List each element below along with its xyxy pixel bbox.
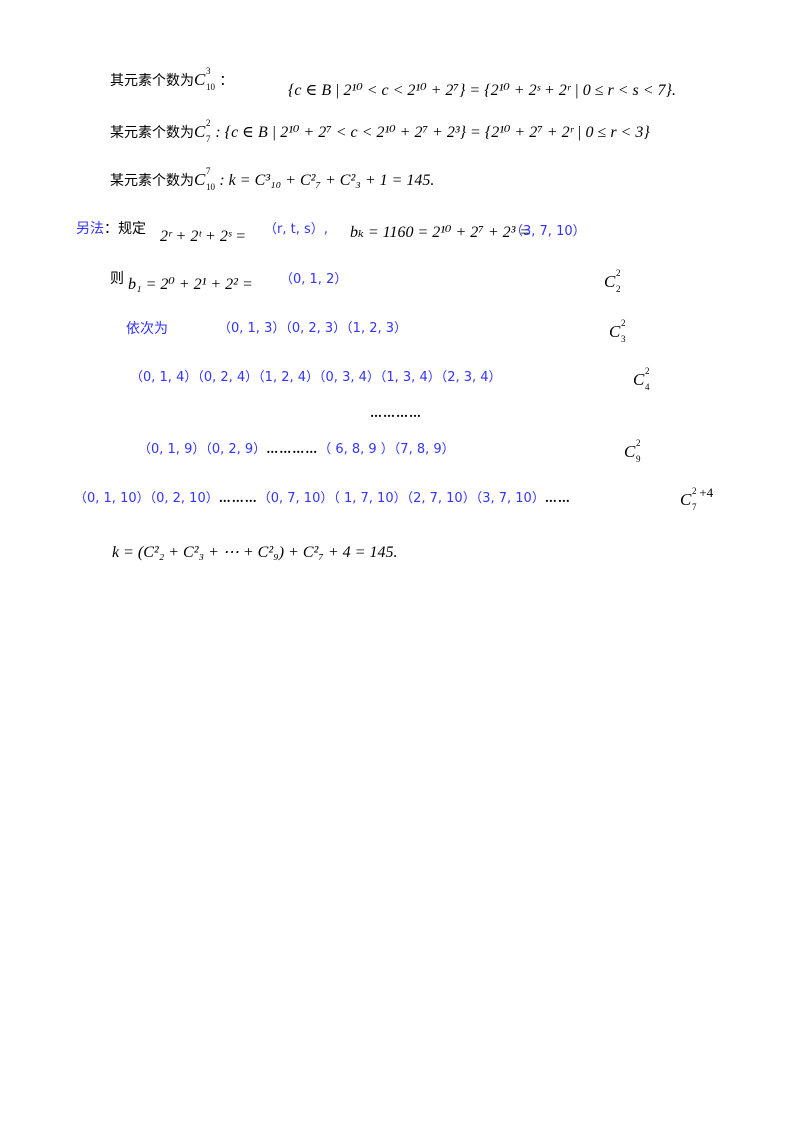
line1-lead: 其元素个数为 bbox=[110, 73, 194, 89]
line6-tuples: （0, 1, 3）（0, 2, 3）（1, 2, 3） bbox=[218, 321, 408, 336]
line-5: 则 bbox=[110, 268, 124, 288]
line4-expr: 2ʳ + 2ᵗ + 2ˢ = bbox=[160, 228, 247, 245]
line4-bk-tuple: （3, 7, 10） bbox=[510, 224, 586, 239]
line6-lead: 依次为 bbox=[126, 321, 168, 337]
line2-formula: : {c ∈ B | 2¹⁰ + 2⁷ < c < 2¹⁰ + 2⁷ + 2³}… bbox=[215, 124, 650, 141]
line-4: 另法：规定 bbox=[76, 218, 146, 238]
line5-expr: b₁ = 2⁰ + 2¹ + 2² = bbox=[128, 276, 253, 293]
line8-dots: ………… bbox=[370, 406, 422, 420]
alt-colon: ： bbox=[104, 221, 118, 237]
rule-label: 规定 bbox=[118, 221, 146, 237]
line10-tuples-a: （0, 1, 10）（0, 2, 10） bbox=[74, 491, 219, 506]
line2-lead: 某元素个数为 bbox=[110, 125, 194, 141]
line7-tuples: （0, 1, 4）（0, 2, 4）（1, 2, 4）（0, 3, 4）（1, … bbox=[130, 370, 502, 385]
line9-dots: ………… bbox=[266, 442, 319, 456]
line5-lead: 则 bbox=[110, 271, 124, 287]
line10-plus: +4 bbox=[699, 485, 714, 500]
line10-dots-2: …… bbox=[544, 491, 571, 505]
line9-tuples-a: （0, 1, 9）（0, 2, 9） bbox=[138, 442, 267, 457]
line10-tuples-b: （0, 7, 10）（ 1, 7, 10）（2, 7, 10）（3, 7, 10… bbox=[257, 491, 545, 506]
line4-bk: bₖ = 1160 = 2¹⁰ + 2⁷ + 2³ = bbox=[350, 224, 531, 241]
line1-formula: {c ∈ B | 2¹⁰ < c < 2¹⁰ + 2⁷} = {2¹⁰ + 2ˢ… bbox=[288, 82, 676, 99]
line3-formula: : k = C³₁₀ + C²₇ + C²₃ + 1 = 145. bbox=[219, 172, 435, 189]
line10-dots: ……… bbox=[218, 491, 258, 505]
line4-tuple: （r, t, s）, bbox=[264, 222, 328, 237]
alt-method-label: 另法 bbox=[76, 221, 104, 237]
line-10: （0, 1, 10）（0, 2, 10）………（0, 7, 10）（ 1, 7,… bbox=[74, 487, 571, 506]
line11-formula: k = (C²₂ + C²₃ + ⋯ + C²₉) + C²₇ + 4 = 14… bbox=[112, 544, 398, 561]
line-9: （0, 1, 9）（0, 2, 9）…………（ 6, 8, 9 ）（7, 8, … bbox=[138, 438, 455, 457]
line9-tuples-b: （ 6, 8, 9 ）（7, 8, 9） bbox=[318, 442, 455, 457]
line1-colon: ： bbox=[219, 73, 234, 89]
line3-lead: 某元素个数为 bbox=[110, 173, 194, 189]
line5-tuple: （0, 1, 2） bbox=[280, 272, 348, 287]
